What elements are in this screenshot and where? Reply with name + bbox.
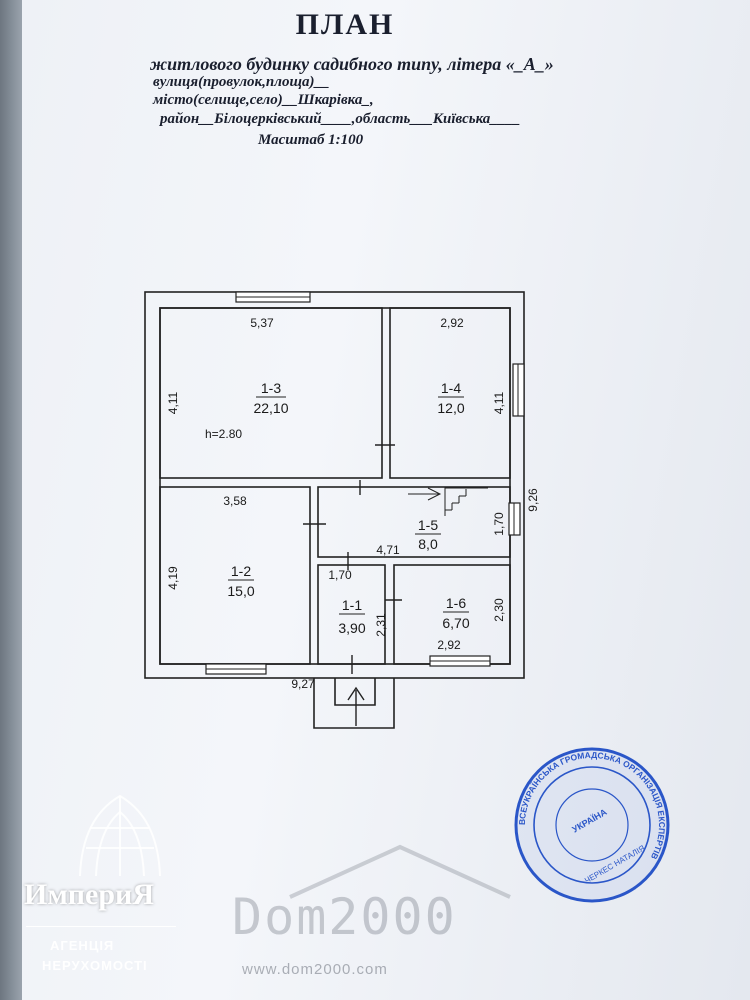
room-1-3-outline: [159, 307, 383, 479]
ceiling-height: h=2.80: [205, 427, 242, 441]
entry-arrow: [347, 686, 365, 726]
page-binding-edge: [0, 0, 22, 1000]
dim-total-width: 9,27: [291, 677, 315, 691]
building-description: житлового будинку садибного типу, літера…: [150, 54, 554, 74]
room-1-6-area: 6,70: [442, 615, 469, 631]
dim-room-1-1-width: 1,70: [328, 568, 352, 582]
room-1-5-id: 1-5: [418, 517, 438, 533]
porch-step: [334, 678, 376, 706]
watermark-text: Dom2000: [232, 888, 457, 946]
room-1-5-area: 8,0: [418, 536, 438, 552]
room-1-4-outline: [389, 307, 511, 479]
watermark-url: www.dom2000.com: [242, 961, 388, 978]
plan-title: ПЛАН: [295, 8, 395, 41]
dim-room-1-1-height: 2,31: [374, 613, 388, 637]
dim-total-height: 9,26: [526, 488, 540, 512]
watermark-house-icon: [289, 844, 511, 899]
dim-room-1-4-width: 2,92: [440, 316, 464, 330]
agency-subtitle-1: АГЕНЦІЯ: [50, 938, 115, 953]
room-1-2-area: 15,0: [227, 583, 254, 599]
dim-room-1-2-height: 4,19: [166, 566, 180, 590]
porch-outline: [313, 678, 395, 729]
room-1-4-area: 12,0: [437, 400, 464, 416]
dim-room-1-6-height: 2,30: [492, 598, 506, 622]
room-1-3-id: 1-3: [261, 380, 281, 396]
dim-room-1-5-width: 4,71: [376, 543, 400, 557]
agency-subtitle-2: НЕРУХОМОСТІ: [42, 958, 148, 973]
room-1-1-area: 3,90: [338, 620, 365, 636]
dim-room-1-3-height: 4,11: [166, 391, 180, 414]
room-1-6-id: 1-6: [446, 595, 466, 611]
district-line: район__Білоцерківський____,область___Киї…: [160, 111, 521, 127]
street-line: вулиця(провулок,площа)__: [153, 74, 330, 90]
room-1-1-id: 1-1: [342, 597, 362, 613]
staircase: [408, 487, 488, 516]
logo-tower-icon: [79, 794, 161, 877]
room-1-4-id: 1-4: [441, 380, 461, 396]
document-page: [22, 0, 750, 1000]
official-stamp: ВСЕУКРАЇНСЬКА ГРОМАДСЬКА ОРГАНІЗАЦІЯ ЕКС…: [514, 747, 670, 903]
village-line: місто(селище,село)__Шкарівка_,: [153, 92, 374, 108]
scale-line: Масштаб 1:100: [258, 132, 364, 148]
dim-room-1-5-height: 1,70: [492, 512, 506, 536]
room-1-5-outline: [317, 486, 511, 558]
room-1-2-id: 1-2: [231, 563, 251, 579]
dim-room-1-6-width: 2,92: [437, 638, 461, 652]
dim-room-1-2-width: 3,58: [223, 494, 247, 508]
agency-name: ИмпериЯ: [24, 878, 155, 911]
dim-room-1-3-width: 5,37: [250, 316, 274, 330]
room-1-3-area: 22,10: [253, 400, 288, 416]
dim-room-1-4-height: 4,11: [492, 391, 506, 414]
